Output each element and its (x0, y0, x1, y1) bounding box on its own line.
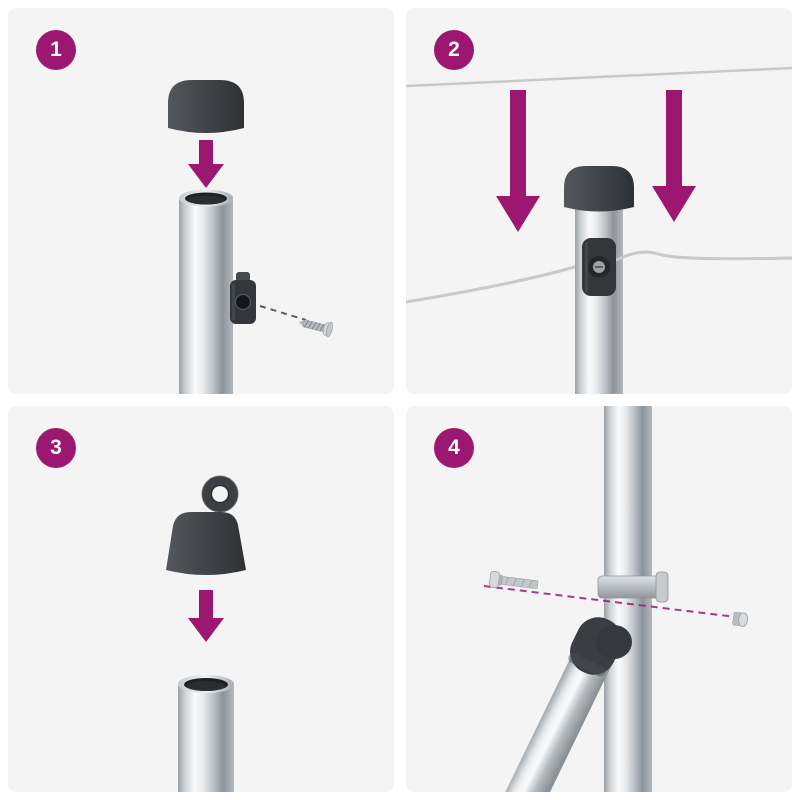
clothes-line-left (406, 264, 580, 304)
dashed-guide-line (483, 585, 745, 619)
steel-pole-icon (179, 189, 233, 394)
step-4-illustration (483, 406, 749, 792)
step-badge-1: 1 (36, 30, 76, 70)
step-panel-3: 3 (8, 406, 394, 792)
down-arrow-left-icon (496, 90, 540, 232)
step-panel-4: 4 (406, 406, 792, 792)
step-3-illustration (166, 475, 246, 792)
elbow-connector-icon (568, 617, 632, 677)
step-number-2: 2 (448, 38, 460, 61)
screw-icon (298, 319, 333, 338)
step-1-illustration (168, 80, 333, 394)
step-badge-2: 2 (434, 30, 474, 70)
eyelet-cap-icon (166, 475, 246, 575)
down-arrow-icon (188, 140, 224, 188)
screw-clamp-icon (230, 272, 256, 324)
bolt-icon (488, 571, 539, 589)
step-panel-1: 1 (8, 8, 394, 394)
cap-nut-icon (732, 611, 749, 627)
step-badge-3: 3 (36, 428, 76, 468)
down-arrow-icon (188, 590, 224, 642)
down-arrow-right-icon (652, 90, 696, 222)
step-number-3: 3 (50, 436, 62, 459)
line-bracket-icon (582, 238, 616, 296)
step-2-illustration (406, 66, 792, 394)
dashed-guide-line (259, 305, 307, 321)
step-panel-2: 2 (406, 8, 792, 394)
step-badge-4: 4 (434, 428, 474, 468)
clothes-line-right (614, 250, 792, 262)
open-steel-tube-icon (178, 675, 234, 792)
step-number-4: 4 (448, 436, 460, 459)
pipe-clamp-icon (597, 571, 669, 603)
step-number-1: 1 (50, 38, 62, 61)
upright-pole-icon (604, 406, 652, 792)
pole-cap-icon (168, 80, 244, 133)
clothes-line-top (406, 66, 792, 88)
